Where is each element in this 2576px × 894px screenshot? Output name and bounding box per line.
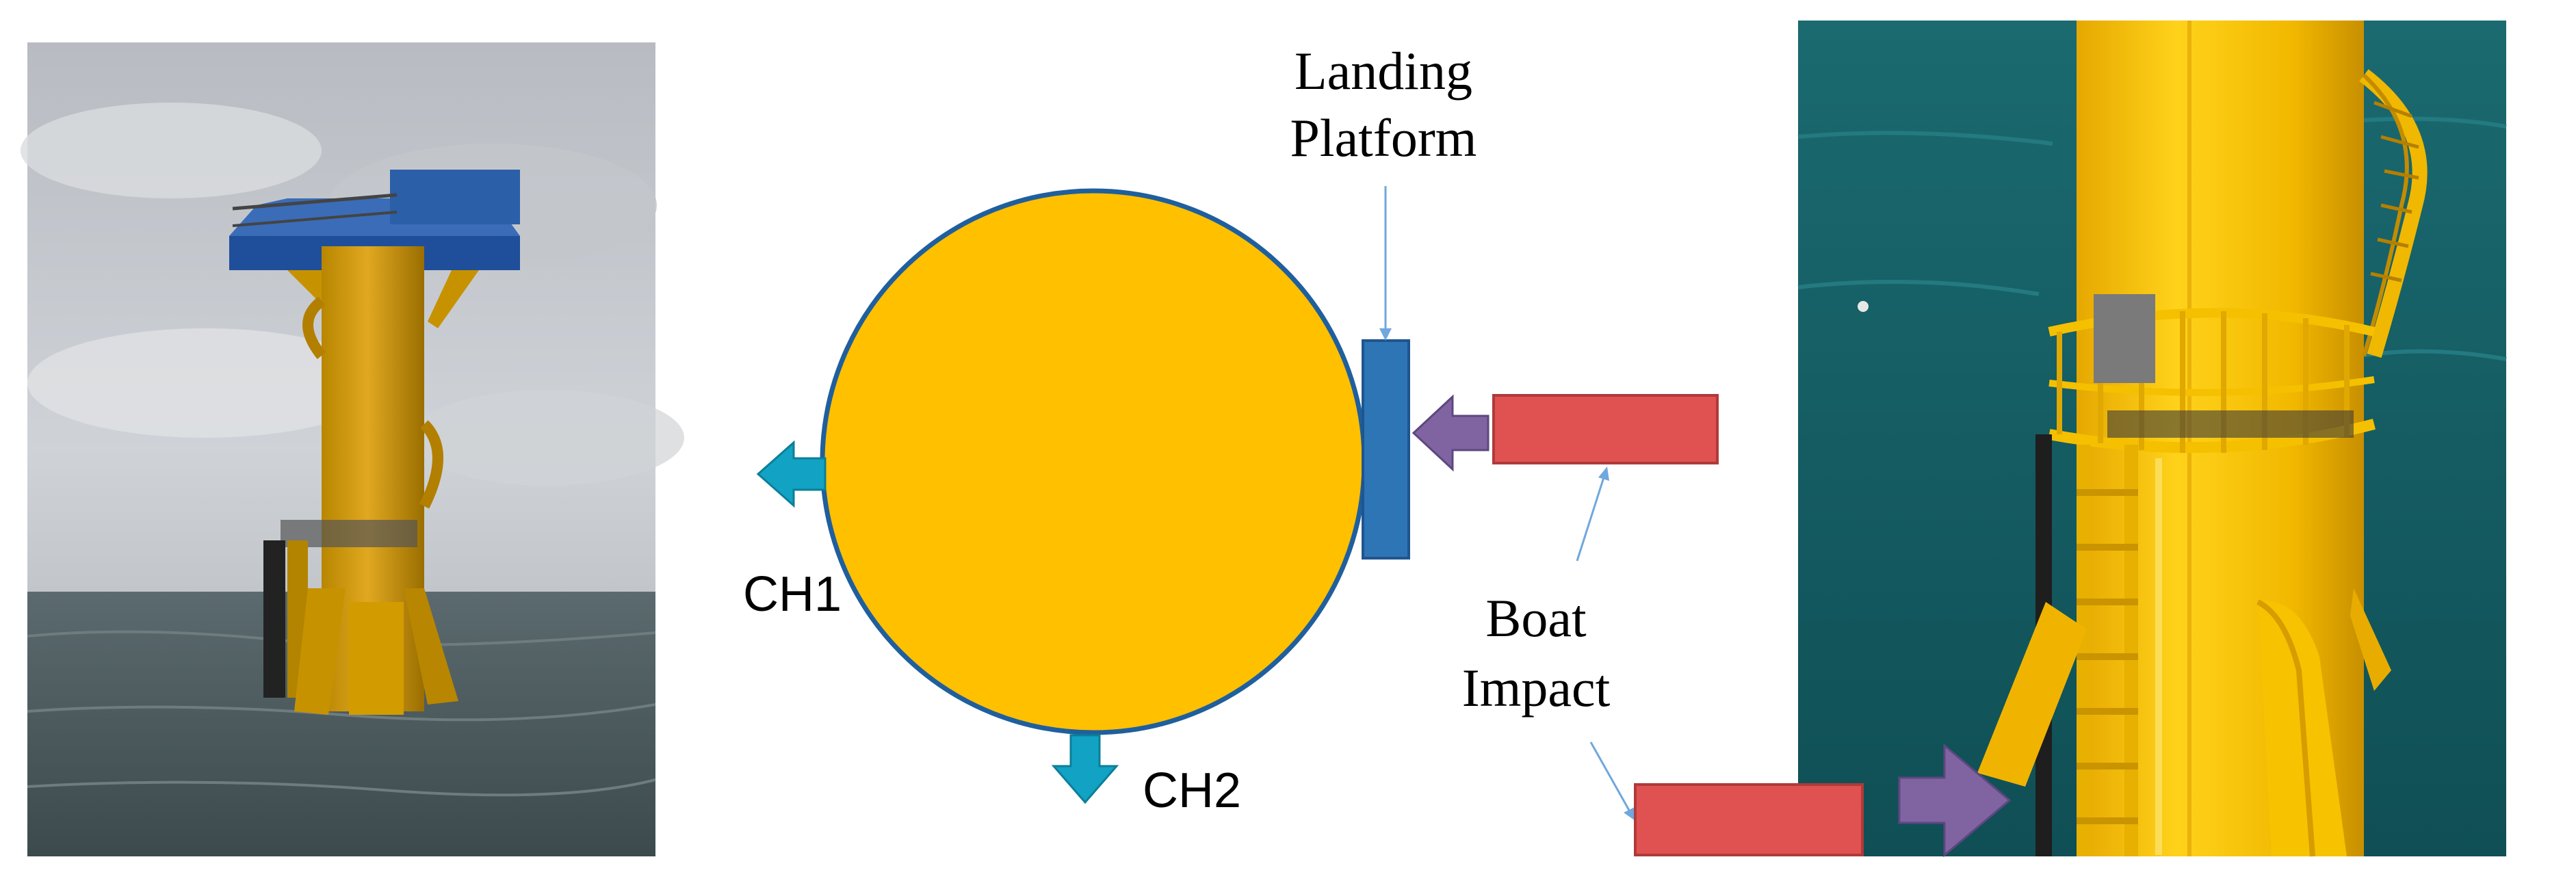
tower-photo-overview	[21, 42, 684, 856]
landing-platform-label-line2: Platform	[1290, 108, 1477, 168]
boat-block-photo	[1634, 783, 1864, 856]
ch1-label: CH1	[743, 567, 842, 622]
ch2-sensor-arrow	[1051, 734, 1119, 804]
impact-arrow-diagram	[1411, 394, 1489, 472]
boat-impact-label-line1: Boat	[1485, 588, 1587, 648]
boat-impact-leader-upper	[1576, 466, 1609, 562]
tower-photo-closeup	[1797, 21, 2507, 857]
landing-platform-block	[1362, 339, 1410, 560]
boat-impact-leader-lower	[1589, 741, 1635, 821]
ch2-label: CH2	[1143, 763, 1241, 818]
boat-block-diagram	[1492, 394, 1719, 464]
tower-cross-section	[820, 188, 1367, 735]
landing-platform-label-line1: Landing	[1294, 41, 1472, 101]
landing-platform-leader	[1379, 186, 1392, 341]
boat-impact-label-line2: Impact	[1462, 658, 1611, 718]
tower-cross-section-diagram: Landing Platform Boat Impact CH1 CH2	[743, 41, 1719, 821]
impact-arrow-photo	[1898, 743, 2012, 858]
ch1-sensor-arrow	[756, 440, 827, 508]
